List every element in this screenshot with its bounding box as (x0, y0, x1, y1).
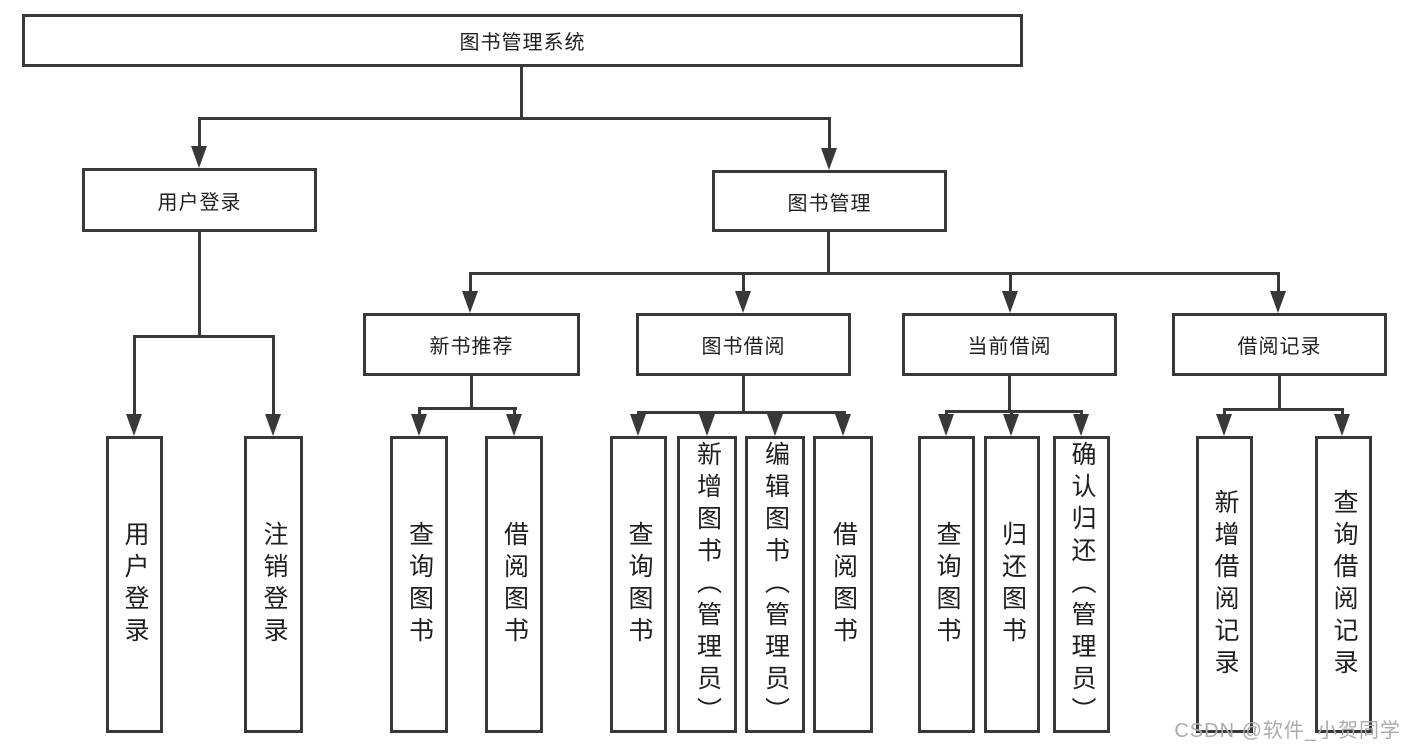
connector-line (742, 376, 745, 411)
arrowhead-down-icon (767, 414, 783, 436)
arrowhead-down-icon (1073, 414, 1089, 436)
leaf-query-books-current-label: 查询图书 (933, 520, 961, 649)
node-library-system: 图书管理系统 (22, 14, 1023, 67)
arrowhead-down-icon (411, 414, 427, 436)
leaf-user-login: 用户登录 (106, 436, 163, 733)
node-book-borrowing: 图书借阅 (636, 313, 851, 376)
leaf-confirm-return-admin: 确认归还（管理员） (1053, 436, 1110, 733)
arrowhead-down-icon (191, 146, 207, 168)
leaf-query-books-current: 查询图书 (918, 436, 975, 733)
node-new-book-recommend-label: 新书推荐 (429, 336, 514, 358)
leaf-confirm-return-admin-label: 确认归还（管理员） (1068, 440, 1096, 729)
node-user-login-label: 用户登录 (157, 191, 242, 214)
arrowhead-down-icon (1003, 414, 1019, 436)
leaf-edit-book-admin-label: 编辑图书（管理员） (761, 440, 790, 729)
connector-line (133, 335, 275, 338)
arrowhead-down-icon (735, 291, 751, 313)
leaf-return-books-label: 归还图书 (998, 520, 1027, 649)
arrowhead-down-icon (821, 148, 837, 170)
leaf-add-borrow-record-label: 新增借阅记录 (1211, 488, 1239, 681)
connector-line (1278, 376, 1281, 408)
connector-line (1223, 408, 1344, 411)
leaf-return-books: 归还图书 (984, 436, 1040, 733)
leaf-query-books-borrowing-label: 查询图书 (625, 520, 653, 649)
connector-line (1080, 410, 1083, 417)
arrowhead-down-icon (938, 414, 954, 436)
connector-line (1277, 272, 1280, 293)
connector-line (828, 117, 831, 149)
connector-line (742, 272, 745, 293)
connector-line (469, 272, 472, 293)
leaf-query-borrow-record: 查询借阅记录 (1315, 436, 1372, 733)
node-current-borrowing: 当前借阅 (902, 313, 1117, 376)
connector-line (1008, 376, 1011, 410)
connector-line (1010, 410, 1013, 417)
node-current-borrowing-label: 当前借阅 (967, 336, 1052, 358)
connector-line (469, 272, 1280, 275)
node-new-book-recommend: 新书推荐 (363, 313, 580, 376)
connector-line (637, 411, 846, 414)
leaf-add-borrow-record: 新增借阅记录 (1196, 436, 1253, 733)
connector-line (520, 67, 523, 117)
arrowhead-down-icon (835, 414, 851, 436)
node-book-management-label: 图书管理 (787, 192, 872, 215)
leaf-borrow-books: 借阅图书 (813, 436, 873, 733)
connector-line (198, 117, 201, 149)
leaf-edit-book-admin: 编辑图书（管理员） (745, 436, 805, 733)
leaf-borrow-books-label: 借阅图书 (829, 520, 858, 649)
node-borrowing-records-label: 借阅记录 (1237, 336, 1322, 358)
connector-line (418, 407, 421, 417)
connector-line (470, 376, 473, 407)
arrowhead-down-icon (1270, 291, 1286, 313)
node-book-management: 图书管理 (712, 170, 947, 232)
connector-line (827, 232, 830, 272)
leaf-query-books-recommend-label: 查询图书 (405, 520, 434, 649)
leaf-logout: 注销登录 (244, 436, 303, 733)
leaf-query-books-borrowing: 查询图书 (610, 436, 667, 733)
connector-line (945, 410, 1083, 413)
arrowhead-down-icon (265, 414, 281, 436)
arrowhead-down-icon (462, 291, 478, 313)
connector-line (1009, 272, 1012, 293)
arrowhead-down-icon (699, 414, 715, 436)
connector-line (945, 410, 948, 417)
leaf-query-books-recommend: 查询图书 (390, 436, 448, 733)
arrowhead-down-icon (126, 414, 142, 436)
leaf-borrow-books-recommend-label: 借阅图书 (500, 520, 529, 649)
leaf-logout-label: 注销登录 (260, 520, 288, 649)
leaf-add-book-admin: 新增图书（管理员） (677, 436, 737, 733)
connector-line (133, 335, 136, 416)
connector-line (1223, 408, 1226, 417)
connector-line (198, 117, 831, 120)
node-user-login: 用户登录 (82, 168, 317, 232)
arrowhead-down-icon (1002, 291, 1018, 313)
leaf-borrow-books-recommend: 借阅图书 (485, 436, 543, 733)
connector-line (272, 335, 275, 416)
node-library-system-label: 图书管理系统 (459, 32, 586, 54)
node-book-borrowing-label: 图书借阅 (701, 336, 786, 358)
connector-line (198, 232, 201, 335)
arrowhead-down-icon (506, 414, 522, 436)
arrowhead-down-icon (630, 414, 646, 436)
arrowhead-down-icon (1216, 414, 1232, 436)
connector-line (513, 407, 516, 417)
leaf-user-login-label: 用户登录 (121, 520, 149, 649)
leaf-query-borrow-record-label: 查询借阅记录 (1330, 488, 1358, 681)
arrowhead-down-icon (1334, 414, 1350, 436)
csdn-watermark: CSDN @软件_小贺同学 (1174, 720, 1401, 742)
leaf-add-book-admin-label: 新增图书（管理员） (693, 440, 722, 729)
connector-line (418, 407, 517, 410)
connector-line (1341, 408, 1344, 417)
node-borrowing-records: 借阅记录 (1172, 313, 1387, 376)
